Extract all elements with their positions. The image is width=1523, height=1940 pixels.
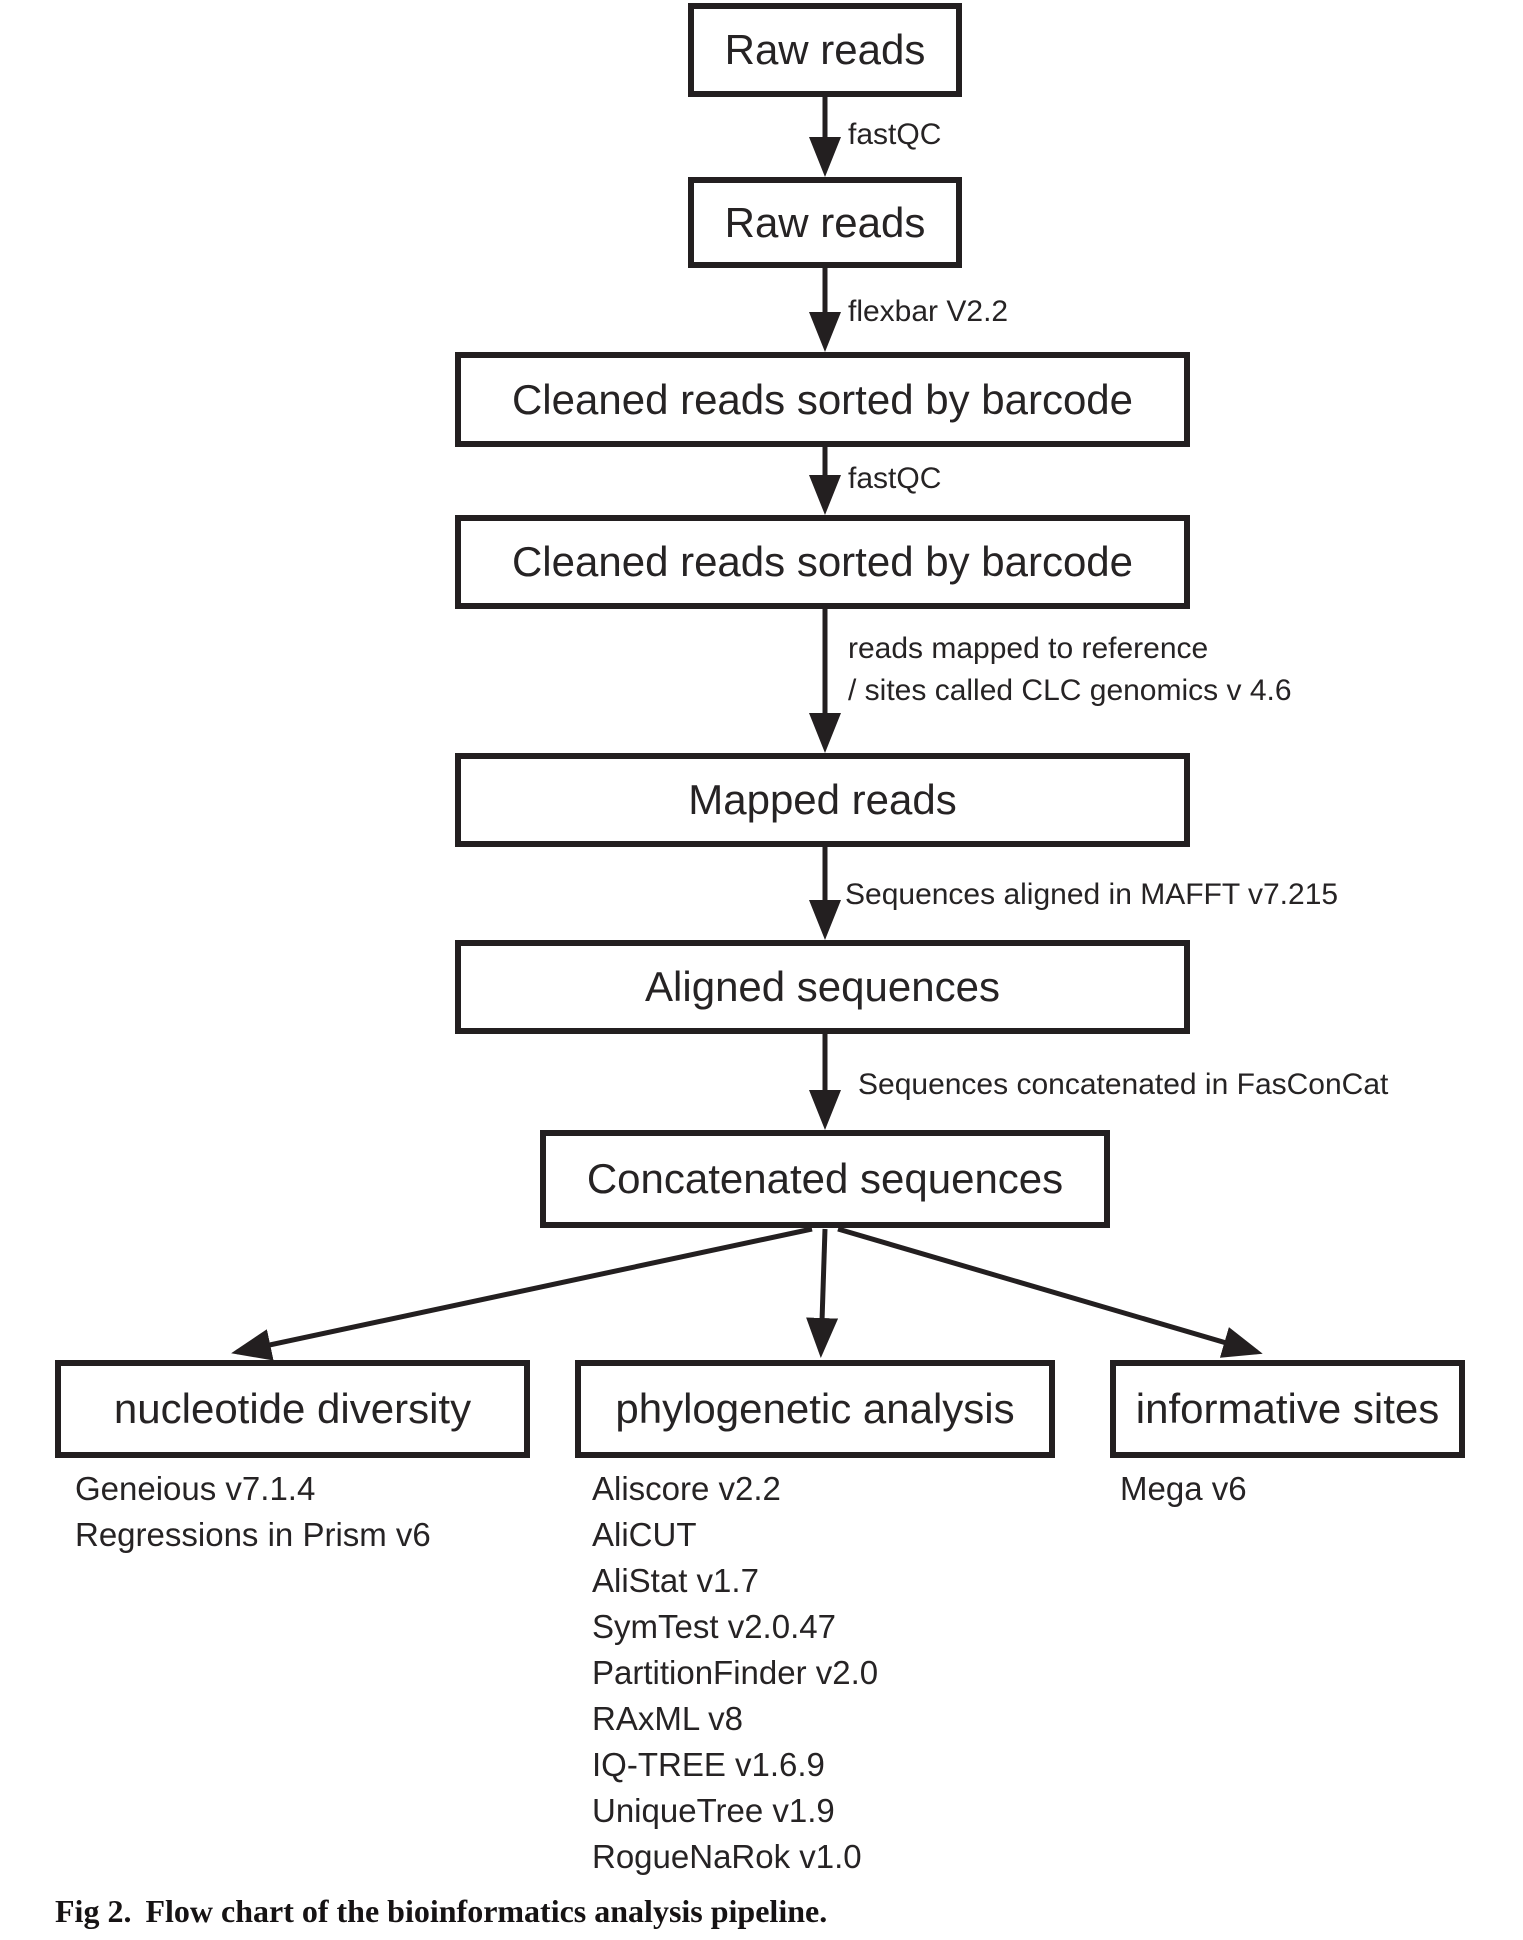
tool-item: IQ-TREE v1.6.9: [592, 1746, 825, 1783]
tool-list-informative-sites: Mega v6: [1120, 1466, 1247, 1512]
tool-item: PartitionFinder v2.0: [592, 1654, 879, 1691]
node-concatenated-sequences: Concatenated sequences: [540, 1130, 1110, 1228]
tool-item: AliStat v1.7: [592, 1562, 759, 1599]
edge-label-flexbar: flexbar V2.2: [848, 295, 1009, 328]
tool-item: UniqueTree v1.9: [592, 1792, 835, 1829]
tool-list-nucleotide-diversity: Geneious v7.1.4 Regressions in Prism v6: [75, 1466, 431, 1558]
arrow-concatenated-to-informative-sites: [837, 1226, 1263, 1358]
edge-label-fastqc-2: fastQC: [848, 462, 942, 495]
node-cleaned-reads-1: Cleaned reads sorted by barcode: [455, 352, 1190, 447]
edge-label-fasconcat: Sequences concatenated in FasConCat: [858, 1068, 1389, 1101]
edge-label-mafft: Sequences aligned in MAFFT v7.215: [845, 878, 1339, 911]
figure-caption: Fig 2. Flow chart of the bioinformatics a…: [55, 1893, 827, 1930]
tool-item: Mega v6: [1120, 1470, 1247, 1507]
tool-item: AliCUT: [592, 1516, 697, 1553]
edge-label-clc-line2: / sites called CLC genomics v 4.6: [848, 674, 1292, 707]
tool-item: RogueNaRok v1.0: [592, 1838, 862, 1875]
node-raw-reads-2: Raw reads: [688, 177, 962, 268]
tool-item: RAxML v8: [592, 1700, 743, 1737]
arrow-concatenated-to-nucleotide-diversity: [231, 1226, 813, 1361]
node-mapped-reads: Mapped reads: [455, 753, 1190, 847]
node-phylogenetic-analysis: phylogenetic analysis: [575, 1360, 1055, 1458]
tool-item: SymTest v2.0.47: [592, 1608, 836, 1645]
edge-label-fastqc-1: fastQC: [848, 118, 942, 151]
arrow-concatenated-to-phylogenetic-analysis: [806, 1228, 839, 1358]
node-raw-reads-1: Raw reads: [688, 3, 962, 97]
edge-label-clc-line1: reads mapped to reference: [848, 632, 1209, 665]
tool-item: Geneious v7.1.4: [75, 1470, 316, 1507]
node-aligned-sequences: Aligned sequences: [455, 940, 1190, 1034]
node-nucleotide-diversity: nucleotide diversity: [55, 1360, 530, 1458]
tool-item: Aliscore v2.2: [592, 1470, 781, 1507]
tool-list-phylogenetic-analysis: Aliscore v2.2 AliCUT AliStat v1.7 SymTes…: [592, 1466, 878, 1880]
figure-caption-text: Flow chart of the bioinformatics analysi…: [145, 1893, 828, 1929]
figure-caption-label: Fig 2.: [55, 1893, 132, 1929]
edge-label-clc-genomics: reads mapped to reference / sites called…: [848, 628, 1292, 712]
node-cleaned-reads-2: Cleaned reads sorted by barcode: [455, 515, 1190, 609]
tool-item: Regressions in Prism v6: [75, 1516, 431, 1553]
node-informative-sites: informative sites: [1110, 1360, 1465, 1458]
